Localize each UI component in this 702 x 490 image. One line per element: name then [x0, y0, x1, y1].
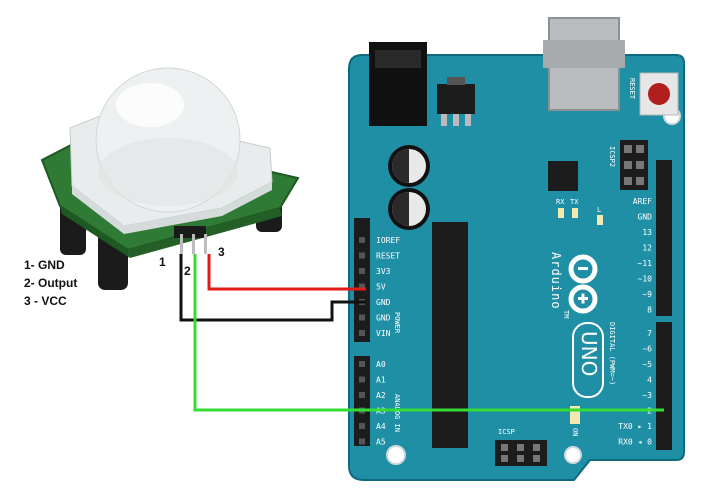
icsp2-label: ICSP2 [608, 146, 616, 167]
header-pin-hole[interactable] [359, 423, 365, 429]
digital-pin-label: ~11 [638, 259, 653, 268]
power-pin-label: RESET [376, 252, 400, 261]
digital-pin-label: AREF [633, 197, 652, 206]
analog-pin-label: A0 [376, 360, 386, 369]
analog-header-label: ANALOG IN [393, 394, 401, 432]
header-pin-hole[interactable] [359, 237, 365, 243]
digital-pin-label: 8 [647, 306, 652, 315]
mounting-hole [386, 445, 406, 465]
analog-pin-label: A2 [376, 391, 386, 400]
uno-badge [572, 322, 604, 398]
pin-legend: 1- GND 2- Output 3 - VCC [24, 256, 77, 310]
digital-header-bottom [656, 322, 672, 450]
power-pin-label: VIN [376, 329, 391, 338]
pin-number-1: 1 [159, 255, 166, 269]
reset-button[interactable] [639, 72, 679, 116]
digital-header-top [656, 160, 672, 316]
header-pin-hole[interactable] [359, 268, 365, 274]
digital-pin-label: ~9 [642, 290, 652, 299]
arduino-logo [568, 254, 598, 314]
digital-header-label: DIGITAL (PWM=~) [608, 322, 616, 385]
capacitor [388, 188, 430, 230]
tx-label: TX [570, 198, 579, 206]
pir-sensor: 1 2 3 [40, 67, 300, 290]
gnd-wire [179, 254, 366, 322]
icsp-label: ICSP [498, 428, 515, 436]
icsp-header [495, 440, 547, 466]
on-label: ON [571, 428, 579, 436]
brand-text: Arduino [549, 252, 563, 310]
legend-gnd: 1- GND [24, 258, 65, 272]
reset-label: RESET [628, 78, 636, 100]
power-header-label: POWER [393, 312, 401, 334]
legend-vcc: 3 - VCC [24, 294, 67, 308]
power-header [354, 218, 370, 342]
header-pin-hole[interactable] [359, 361, 365, 367]
analog-pin-label: A1 [376, 376, 386, 385]
pin-number-3: 3 [218, 245, 225, 259]
header-pin-hole[interactable] [359, 330, 365, 336]
pin-number-2: 2 [184, 264, 191, 278]
usb-chip [548, 161, 578, 191]
header-pin-hole[interactable] [359, 283, 365, 290]
digital-pin-label: ~5 [642, 360, 652, 369]
power-pin-label: GND [376, 314, 391, 323]
sensor-pin [192, 234, 195, 254]
usb-flange [543, 40, 625, 68]
atmega-chip [432, 222, 468, 448]
analog-pin-label: A5 [376, 438, 386, 447]
power-pin-label: 3V3 [376, 267, 391, 276]
legend-output: 2- Output [24, 276, 78, 290]
arduino-board: RESET ICSP2 TX RX L Arduino TM [348, 17, 685, 481]
digital-pin-label: ~6 [642, 345, 652, 354]
reset-button-cap[interactable] [648, 83, 670, 105]
digital-pin-label: 13 [642, 228, 652, 237]
header-pin-hole[interactable] [359, 438, 365, 445]
mounting-hole [564, 446, 582, 464]
capacitor [388, 145, 430, 187]
header-pin-hole[interactable] [359, 392, 365, 398]
digital-pin-label: 12 [642, 244, 652, 253]
header-pin-hole[interactable] [359, 376, 365, 383]
output-wire [193, 254, 664, 412]
sensor-pin [180, 234, 183, 254]
digital-pin-label: ~3 [642, 391, 652, 400]
dc-jack-top [375, 50, 421, 68]
wires [179, 254, 664, 412]
header-pin-hole[interactable] [359, 252, 365, 259]
analog-pin-label: A4 [376, 422, 386, 431]
l-label: L [597, 206, 601, 214]
rx-label: RX [556, 198, 565, 206]
digital-pin-label: ~10 [638, 275, 653, 284]
on-led [570, 406, 580, 424]
uno-text: UNO [577, 331, 601, 376]
digital-pin-label: 7 [647, 329, 652, 338]
digital-pin-label: TX0 ▸ 1 [618, 422, 652, 431]
power-pin-label: 5V [376, 283, 386, 292]
tx-led [572, 208, 578, 218]
digital-pin-label: 4 [647, 376, 652, 385]
header-pin-hole[interactable] [359, 314, 365, 321]
digital-pin-label: GND [638, 213, 653, 222]
pin-header [174, 226, 206, 238]
vcc-wire [207, 254, 366, 291]
digital-pin-label: RX0 ◂ 0 [618, 438, 652, 447]
power-pin-label: IOREF [376, 236, 400, 245]
rx-led [558, 208, 564, 218]
power-pin-label: GND [376, 298, 391, 307]
tm-mark: TM [562, 310, 570, 318]
l-led [597, 215, 603, 225]
analog-header [354, 356, 370, 446]
sensor-pin [204, 234, 207, 254]
voltage-regulator [437, 84, 475, 114]
